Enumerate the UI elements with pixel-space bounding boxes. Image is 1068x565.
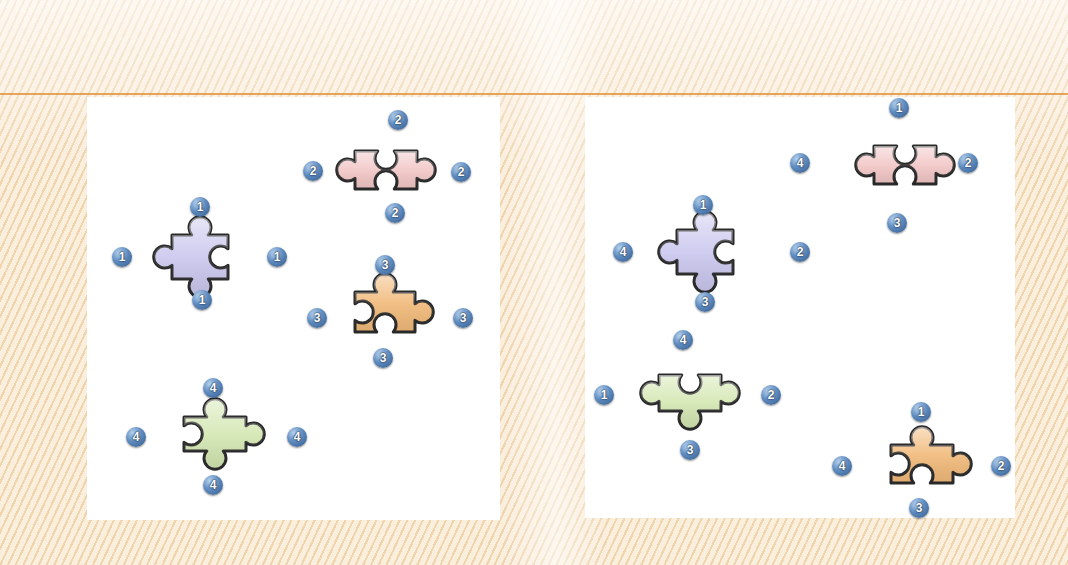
piece-shape xyxy=(659,212,733,293)
callout-number: 4 xyxy=(126,427,146,447)
callout-number: 2 xyxy=(991,456,1011,476)
callout-number: 3 xyxy=(887,213,907,233)
puzzle-piece xyxy=(659,212,733,293)
piece-shine xyxy=(355,274,433,332)
puzzle-piece xyxy=(337,151,436,189)
callout-number: 2 xyxy=(303,161,323,181)
puzzle-piece xyxy=(641,375,740,429)
piece-shine xyxy=(184,399,264,470)
callout-number: 2 xyxy=(451,162,471,182)
callout-number: 1 xyxy=(192,290,212,310)
callout-number: 3 xyxy=(680,440,700,460)
callout-number: 1 xyxy=(889,98,909,118)
callout-number: 3 xyxy=(695,292,715,312)
piece-shine xyxy=(154,217,228,298)
puzzle-piece xyxy=(154,217,228,298)
callout-number: 1 xyxy=(267,247,287,267)
piece-shape xyxy=(641,375,740,429)
rule-line xyxy=(0,93,1068,95)
piece-shape xyxy=(891,427,971,483)
callout-number: 3 xyxy=(375,255,395,275)
piece-shape xyxy=(154,217,228,298)
callout-number: 2 xyxy=(388,110,408,130)
callout-number: 2 xyxy=(958,153,978,173)
puzzle-piece xyxy=(856,146,955,184)
callout-number: 2 xyxy=(761,385,781,405)
piece-shine xyxy=(856,146,955,184)
callout-number: 4 xyxy=(203,475,223,495)
piece-shine xyxy=(659,212,733,293)
callout-number: 4 xyxy=(203,378,223,398)
callout-number: 1 xyxy=(693,195,713,215)
callout-number: 1 xyxy=(190,197,210,217)
callout-number: 2 xyxy=(385,203,405,223)
piece-shape xyxy=(355,274,433,332)
puzzle-piece xyxy=(184,399,264,470)
callout-number: 3 xyxy=(909,498,929,518)
callout-number: 4 xyxy=(673,330,693,350)
callout-number: 3 xyxy=(453,308,473,328)
callout-number: 1 xyxy=(911,402,931,422)
callout-number: 4 xyxy=(287,427,307,447)
puzzle-piece xyxy=(891,427,971,483)
piece-shape xyxy=(337,151,436,189)
callout-number: 3 xyxy=(307,308,327,328)
left-panel xyxy=(87,97,500,520)
piece-shape xyxy=(856,146,955,184)
piece-shine xyxy=(337,151,436,189)
puzzle-piece xyxy=(355,274,433,332)
callout-number: 2 xyxy=(790,242,810,262)
callout-number: 4 xyxy=(790,153,810,173)
callout-number: 3 xyxy=(373,348,393,368)
piece-shape xyxy=(184,399,264,470)
callout-number: 1 xyxy=(594,385,614,405)
callout-number: 4 xyxy=(613,242,633,262)
right-panel xyxy=(585,97,1015,518)
callout-number: 4 xyxy=(832,456,852,476)
callout-number: 1 xyxy=(112,247,132,267)
piece-shine xyxy=(641,375,740,429)
piece-shine xyxy=(891,427,971,483)
